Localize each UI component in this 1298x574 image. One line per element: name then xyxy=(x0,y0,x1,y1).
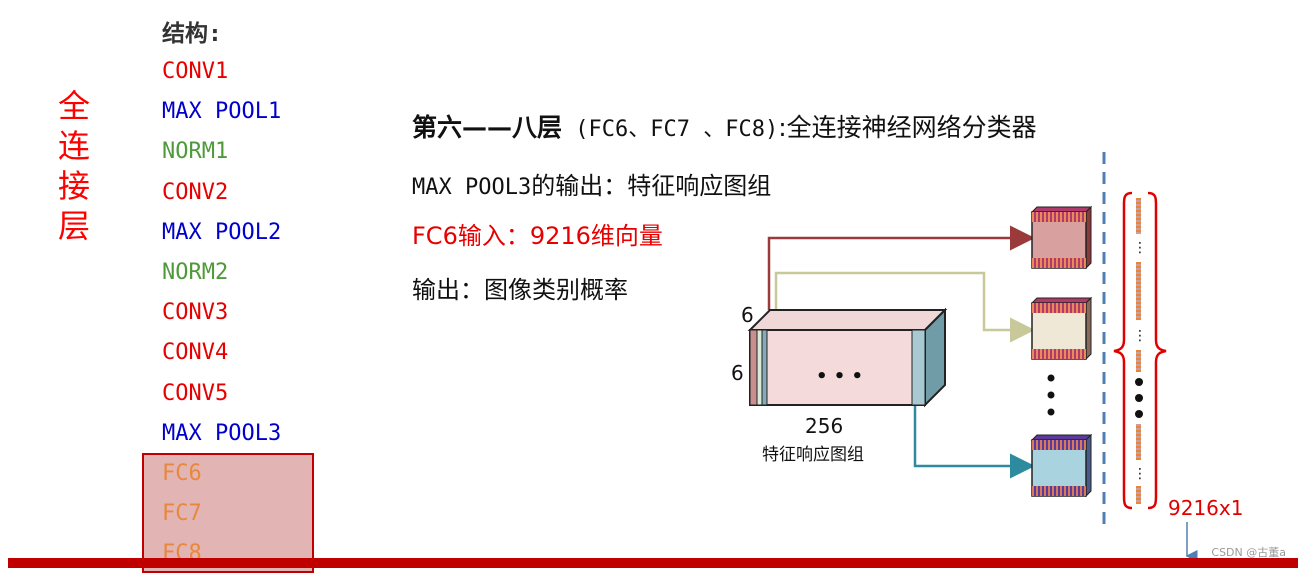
output-line: MAX POOL3的输出：特征响应图组 xyxy=(412,166,771,201)
layer-list: CONV1 MAX POOL1 NORM1 CONV2 MAX POOL2 NO… xyxy=(162,52,281,574)
depth-label: 256 xyxy=(805,414,843,438)
layer-item-conv5: CONV5 xyxy=(162,380,229,406)
cube-dot-3 xyxy=(1047,408,1055,416)
fc-highlight-box xyxy=(142,453,314,573)
layer-item-maxpool1: MAX POOL1 xyxy=(162,99,282,125)
bottom-bar xyxy=(8,558,1298,568)
vector-dots-2: ⋮ xyxy=(1133,328,1147,344)
vector-dots-1: ⋮ xyxy=(1133,240,1147,256)
arrow-red xyxy=(767,225,1035,310)
cube-dot-2 xyxy=(1047,391,1055,399)
layer-item-norm2: NORM2 xyxy=(162,259,229,285)
layer-item-conv4: CONV4 xyxy=(162,340,229,366)
section-heading: 第六——八层 (FC6、FC7 、FC8):全连接神经网络分类器 xyxy=(412,108,1037,144)
block-slice-3 xyxy=(761,329,768,406)
vector-strip-3 xyxy=(1136,350,1141,372)
layer-item-maxpool2: MAX POOL2 xyxy=(162,219,282,245)
watermark: CSDN @古董a xyxy=(1211,546,1286,559)
structure-label: 结构: xyxy=(162,21,222,47)
arrow-tan xyxy=(774,271,1035,343)
arrow-teal xyxy=(913,400,1035,479)
neuron-cube-1 xyxy=(1030,205,1093,270)
vector-bracket-left xyxy=(1113,191,1133,510)
block-top-face xyxy=(747,309,948,331)
final-output-line: 输出：图像类别概率 xyxy=(412,276,628,304)
vector-dots-3: ⋮ xyxy=(1133,466,1147,482)
output-line-prefix: MAX POOL3 xyxy=(412,175,532,200)
layer-item-fc7: FC7 xyxy=(162,501,202,527)
side-title: 全 连 接 层 xyxy=(57,87,90,245)
fc6-input-line: FC6输入：9216维向量 xyxy=(412,222,663,250)
layer-item-fc6: FC6 xyxy=(162,460,202,486)
output-line-rest: 的输出：特征响应图组 xyxy=(531,172,772,200)
vector-strip-bottom xyxy=(1136,486,1141,504)
neuron-cube-3 xyxy=(1030,433,1093,498)
layer-item-norm1: NORM1 xyxy=(162,139,229,165)
heading-layers: (FC6、FC7 、FC8) xyxy=(562,117,779,142)
vector-strip-2 xyxy=(1136,262,1141,320)
block-slice-4 xyxy=(911,329,926,406)
vector-strip-top xyxy=(1136,198,1141,234)
vector-dot-1 xyxy=(1135,378,1143,386)
layer-item-conv3: CONV3 xyxy=(162,300,229,326)
vector-size-label: 9216x1 xyxy=(1168,496,1243,520)
vector-strip-4 xyxy=(1136,424,1141,460)
block-slice-2 xyxy=(756,329,763,406)
dim-side-label: 6 xyxy=(731,361,744,385)
cube-dot-1 xyxy=(1047,374,1055,382)
layer-item-conv1: CONV1 xyxy=(162,59,229,84)
neuron-cube-2 xyxy=(1030,296,1093,361)
block-slice-1 xyxy=(749,329,758,406)
vector-dot-2 xyxy=(1135,394,1143,402)
block-ellipsis: • • • xyxy=(816,366,863,387)
vector-dot-3 xyxy=(1135,410,1143,418)
heading-rest: :全连接神经网络分类器 xyxy=(778,113,1037,142)
dim-top-label: 6 xyxy=(741,303,754,327)
layer-item-maxpool3: MAX POOL3 xyxy=(162,420,282,446)
block-caption: 特征响应图组 xyxy=(762,445,864,465)
vector-bracket-right xyxy=(1147,191,1167,510)
heading-bold: 第六——八层 xyxy=(412,113,563,142)
layer-item-conv2: CONV2 xyxy=(162,179,229,205)
